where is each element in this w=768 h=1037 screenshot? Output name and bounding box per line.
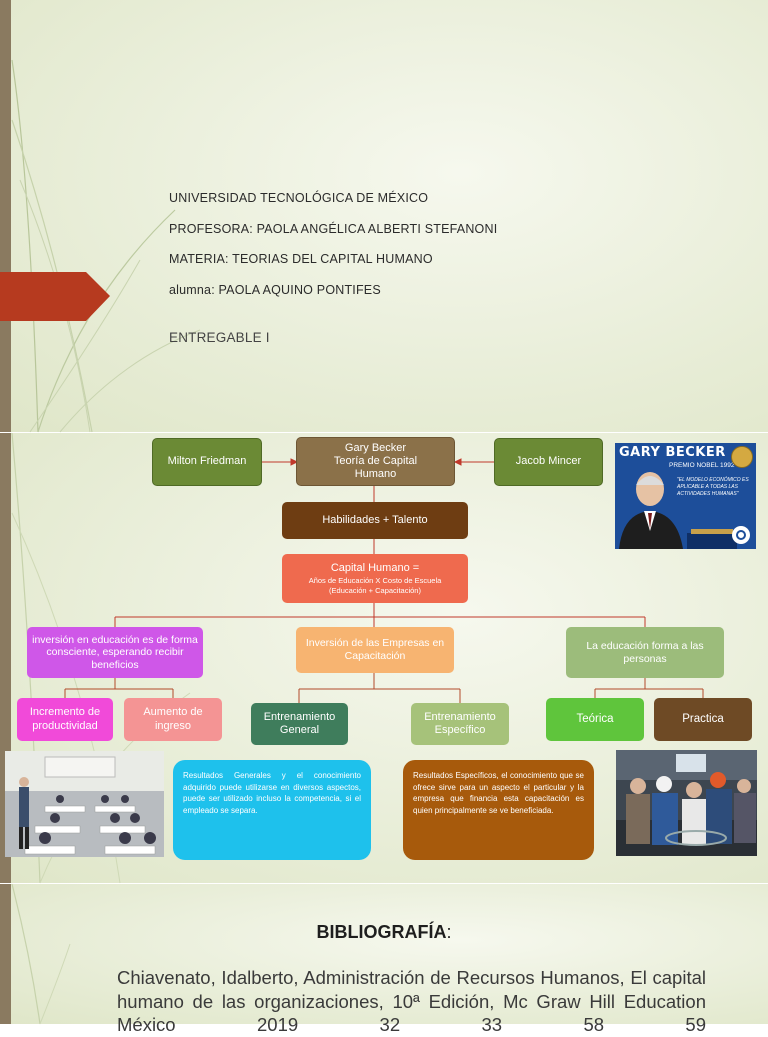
workshop-scene-icon [616, 750, 757, 856]
left-bar [0, 0, 11, 432]
accent-arrow [0, 272, 110, 321]
human-capital-sub: (Educación + Capacitación) [329, 586, 421, 596]
human-capital-title: Capital Humano = [330, 561, 420, 574]
poster-quote: "EL MODELO ECONÓMICO ES APLICABLE A TODA… [677, 477, 749, 497]
income-box: Aumento de ingreso [124, 698, 222, 741]
bibliography-title: BIBLIOGRAFÍA: [0, 922, 768, 943]
professor-name: PROFESORA: PAOLA ANGÉLICA ALBERTI STEFAN… [169, 222, 498, 236]
university-name: UNIVERSIDAD TECNOLÓGICA DE MÉXICO [169, 191, 429, 205]
human-capital-box: Capital Humano = Años de Educación X Cos… [282, 554, 468, 603]
jacob-mincer-box: Jacob Mincer [494, 438, 603, 486]
education-investment-box: inversión en educación es de forma consc… [27, 627, 203, 678]
classroom-photo [5, 751, 164, 857]
productivity-box: Incremento de productividad [17, 698, 113, 741]
classroom-scene-icon [5, 751, 164, 857]
left-bar [0, 433, 11, 883]
student-name: alumna: PAOLA AQUINO PONTIFES [169, 283, 381, 297]
bibliography-title-colon: : [446, 922, 452, 942]
logo-icon [732, 526, 750, 544]
general-training-box: Entrenamiento General [251, 703, 348, 745]
bibliography-slide: BIBLIOGRAFÍA: Chiavenato, Idalberto, Adm… [0, 883, 768, 1035]
specific-training-box: Entrenamiento Específico [411, 703, 509, 745]
connector-lines [64, 458, 704, 703]
bibliography-entry: Chiavenato, Idalberto, Administración de… [117, 967, 706, 1036]
decorative-lines [11, 883, 71, 1025]
left-bar [0, 884, 11, 1024]
workshop-photo [616, 750, 757, 856]
gary-becker-poster: GARY BECKER PREMIO NOBEL 1992 "EL MODELO… [615, 443, 756, 549]
company-investment-box: Inversión de las Empresas en Capacitació… [296, 627, 454, 673]
skills-box: Habilidades + Talento [282, 502, 468, 539]
cover-slide: UNIVERSIDAD TECNOLÓGICA DE MÉXICO PROFES… [0, 0, 768, 433]
bibliography-title-text: BIBLIOGRAFÍA [316, 922, 447, 942]
nobel-medal-icon [731, 446, 753, 468]
human-capital-formula: Años de Educación X Costo de Escuela [308, 576, 442, 586]
specific-results-box: Resultados Específicos, el conocimiento … [403, 760, 594, 860]
milton-friedman-box: Milton Friedman [152, 438, 262, 486]
deliverable-label: ENTREGABLE I [169, 330, 270, 345]
becker-portrait-icon [619, 472, 737, 549]
poster-award: PREMIO NOBEL 1992 [669, 462, 735, 469]
poster-name: GARY BECKER [619, 445, 726, 460]
general-results-box: Resultados Generales y el conocimiento a… [173, 760, 371, 860]
practice-box: Practica [654, 698, 752, 741]
theory-box: Teórica [546, 698, 644, 741]
gary-becker-box: Gary Becker Teoría de Capital Humano [296, 437, 455, 486]
decorative-lines [11, 59, 201, 433]
subject-name: MATERIA: TEORIAS DEL CAPITAL HUMANO [169, 252, 433, 266]
concept-map-slide: Milton Friedman Gary Becker Teoría de Ca… [0, 432, 768, 884]
education-forms-box: La educación forma a las personas [566, 627, 724, 678]
